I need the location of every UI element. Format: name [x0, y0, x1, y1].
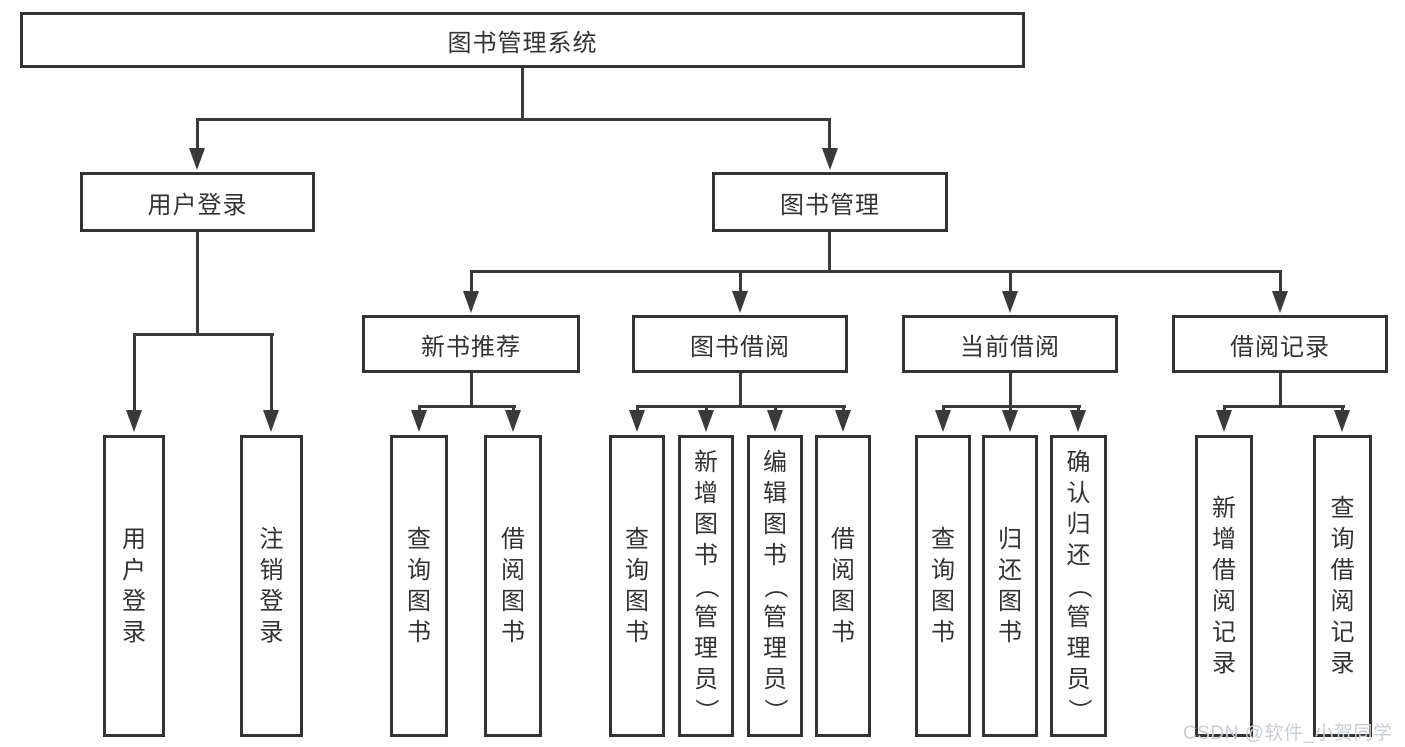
connector-level2-branch	[197, 118, 830, 121]
arrowhead	[1334, 410, 1350, 432]
leaf-user-login: 用户登录	[103, 435, 165, 737]
connector-to-leaf	[705, 405, 708, 412]
connector-to-leaf	[1009, 405, 1012, 412]
watermark: CSDN @软件_小贺同学	[1183, 723, 1393, 744]
leaf-logout: 注销登录	[240, 435, 303, 737]
node-current-borrow: 当前借阅	[902, 315, 1118, 373]
connector-to-book-management	[828, 118, 831, 150]
arrowhead	[126, 410, 142, 432]
leaf-add-borrow-record: 新增借阅记录	[1195, 435, 1253, 737]
connector-bookborrow-stem	[739, 373, 742, 408]
leaf-query-borrow-record: 查询借阅记录	[1313, 435, 1372, 737]
connector-to-level3	[1009, 270, 1012, 293]
connector-user-login-stem	[196, 232, 199, 336]
arrowhead	[1216, 410, 1232, 432]
connector-to-leaf	[418, 405, 421, 412]
connector-to-leaf	[942, 405, 945, 412]
connector-to-leaf	[636, 405, 639, 412]
connector-borrowrecords-branch	[1224, 405, 1345, 408]
leaf-edit-books-admin: 编辑图书（管理员）	[747, 435, 803, 737]
connector-to-leaf	[512, 405, 515, 412]
leaf-query-books-2: 查询图书	[609, 435, 665, 737]
leaf-confirm-return-admin: 确认归还（管理员）	[1050, 435, 1107, 737]
connector-to-leaf	[1341, 405, 1344, 412]
connector-to-leaf	[774, 405, 777, 412]
arrowhead	[732, 291, 748, 313]
connector-to-level3	[1279, 270, 1282, 293]
connector-user-login-branch	[134, 333, 274, 336]
node-book-borrow: 图书借阅	[632, 315, 848, 373]
arrowhead	[822, 148, 838, 170]
leaf-borrow-books-2: 借阅图书	[815, 435, 871, 737]
arrowhead	[1002, 291, 1018, 313]
connector-level3-branch	[471, 270, 1282, 273]
arrowhead	[463, 291, 479, 313]
connector-root-stem	[521, 68, 524, 120]
arrowhead	[935, 410, 951, 432]
connector-to-leaf	[1077, 405, 1080, 412]
leaf-query-books-1: 查询图书	[390, 435, 448, 737]
connector-to-leaf	[270, 333, 273, 412]
arrowhead	[629, 410, 645, 432]
leaf-query-books-3: 查询图书	[915, 435, 971, 737]
arrowhead	[1002, 410, 1018, 432]
connector-to-leaf	[133, 333, 136, 412]
leaf-add-books-admin: 新增图书（管理员）	[678, 435, 734, 737]
node-user-login: 用户登录	[80, 172, 315, 232]
arrowhead	[767, 410, 783, 432]
connector-to-leaf	[1223, 405, 1226, 412]
arrowhead	[1272, 291, 1288, 313]
arrowhead	[505, 410, 521, 432]
connector-to-level3	[470, 270, 473, 293]
connector-to-level3	[739, 270, 742, 293]
connector-newbook-branch	[419, 405, 516, 408]
connector-borrowrecords-stem	[1279, 373, 1282, 408]
arrowhead	[263, 410, 279, 432]
arrowhead	[835, 410, 851, 432]
arrowhead	[698, 410, 714, 432]
node-borrow-records: 借阅记录	[1172, 315, 1388, 373]
connector-currentborrow-branch	[943, 405, 1081, 408]
node-root: 图书管理系统	[20, 12, 1025, 68]
arrowhead	[1070, 410, 1086, 432]
connector-bookborrow-branch	[637, 405, 846, 408]
connector-currentborrow-stem	[1009, 373, 1012, 408]
connector-to-user-login	[196, 118, 199, 150]
connector-to-leaf	[842, 405, 845, 412]
arrowhead	[411, 410, 427, 432]
leaf-return-books: 归还图书	[982, 435, 1038, 737]
arrowhead	[189, 148, 205, 170]
node-book-management: 图书管理	[712, 172, 948, 232]
node-new-book-recommend: 新书推荐	[362, 315, 580, 373]
leaf-borrow-books-1: 借阅图书	[484, 435, 542, 737]
connector-newbook-stem	[470, 373, 473, 408]
connector-book-mgmt-stem	[828, 232, 831, 272]
